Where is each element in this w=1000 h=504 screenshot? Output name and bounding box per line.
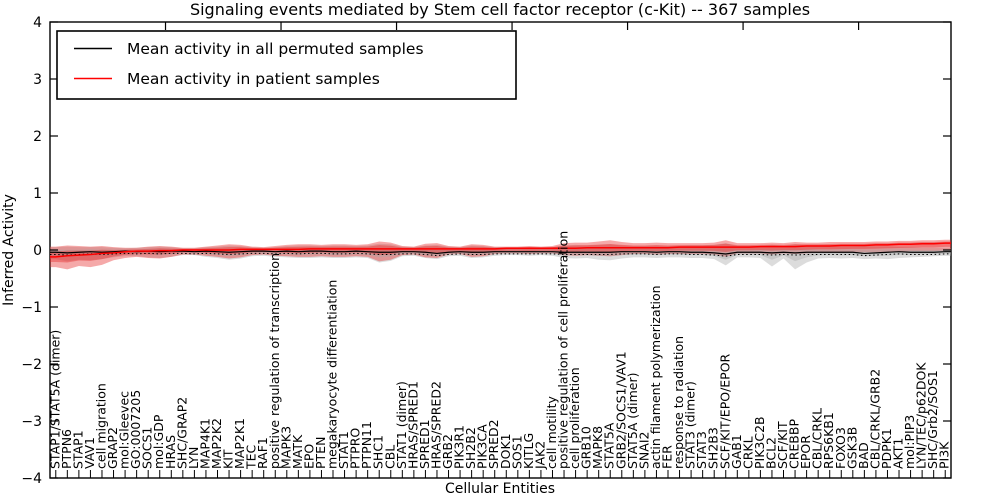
x-tick-label: MAPK8 — [590, 426, 605, 469]
y-tick-label: 2 — [33, 129, 42, 145]
x-tick-label: GRB2/SOCS1/VAV1 — [613, 351, 628, 469]
x-tick-label: MAP2K2 — [209, 418, 224, 469]
y-tick-label: 1 — [33, 186, 42, 202]
x-tick-label: megakaryocyte differentiation — [325, 280, 340, 469]
x-tick-label: SH2B2 — [463, 427, 478, 469]
x-tick-label: MATK — [290, 434, 305, 469]
x-tick-label: cell motility — [544, 395, 559, 469]
x-tick-label: HRAS/SPRED1 — [405, 381, 420, 469]
permuted-dotted-line — [50, 252, 951, 257]
y-tick-label: −2 — [21, 357, 42, 373]
x-tick-label: positive regulation of transcription — [267, 253, 282, 469]
x-tick-label: CREBBP — [787, 419, 802, 469]
x-tick-label: KITLG — [521, 433, 536, 469]
legend-box — [56, 30, 517, 100]
x-tick-label: SCF/KIT — [775, 421, 790, 469]
x-tick-label: PIK3C2B — [752, 416, 767, 469]
x-tick-label: EPO — [301, 444, 316, 469]
legend-label-patient: Mean activity in patient samples — [127, 70, 380, 88]
x-tick-label: HRAS/SPRED2 — [428, 381, 443, 469]
y-tick-label: 4 — [33, 15, 42, 31]
x-tick-label: SOS1 — [509, 435, 524, 469]
y-tick-label: −4 — [21, 471, 42, 487]
x-tick-label: FER — [659, 445, 674, 469]
x-tick-label: FOXO3 — [833, 427, 848, 469]
x-tick-label: SOCS1 — [140, 427, 155, 469]
x-tick-label: HRAS — [163, 435, 178, 469]
x-tick-label: STAT3 (dimer) — [683, 381, 698, 469]
x-tick-label: SHC1 — [371, 435, 386, 469]
x-tick-label: SHC/Grb2/SOS1 — [925, 370, 940, 469]
x-tick-label: EPOR — [798, 435, 813, 469]
x-tick-label: SPRED1 — [417, 419, 432, 469]
x-tick-label: BAD — [856, 442, 871, 469]
x-tick-label: STAT1 (dimer) — [394, 381, 409, 469]
x-tick-label: SH2B3 — [706, 427, 721, 469]
x-tick-label: GRAP2 — [105, 427, 120, 469]
x-tick-label: GSK3B — [844, 427, 859, 469]
x-tick-label: GRB2 — [440, 434, 455, 469]
x-tick-label: AKT1 — [891, 438, 906, 469]
x-tick-label: cell migration — [93, 383, 108, 469]
x-tick-label: PIK3CA — [475, 424, 490, 469]
y-tick-label: −1 — [21, 300, 42, 316]
x-tick-label: STAT3 — [694, 431, 709, 469]
chart-title: Signaling events mediated by Stem cell f… — [190, 0, 810, 19]
permuted-mean-line — [50, 250, 951, 255]
legend: Mean activity in all permuted samples Me… — [56, 30, 517, 100]
y-axis-label: Inferred Activity — [1, 194, 17, 306]
x-tick-label: BCL2 — [763, 437, 778, 469]
x-tick-label: positive regulation of cell proliferatio… — [556, 231, 571, 469]
x-tick-label: LYN — [186, 447, 201, 469]
x-tick-label: STAP1/STAT5A (dimer) — [47, 330, 62, 469]
x-tick-label: CBL — [382, 445, 397, 469]
x-tick-label: PTPN11 — [359, 421, 374, 469]
x-tick-label: SCF/KIT/EPO/EPOR — [717, 353, 732, 469]
x-axis-label: Cellular Entities — [445, 481, 555, 497]
x-tick-label: JAK2 — [532, 441, 547, 470]
x-tick-label: GAB1 — [729, 434, 744, 469]
x-tick-label: RAF1 — [255, 437, 270, 469]
x-tick-label: STAT5A (dimer) — [625, 373, 640, 469]
x-tick-label: actin filament polymerization — [648, 285, 663, 469]
x-tick-label: RPS6KB1 — [821, 412, 836, 469]
x-tick-label: CBL/CRKL — [810, 408, 825, 469]
x-tick-label: PDPK1 — [879, 428, 894, 469]
x-tick-label: STAP1 — [70, 430, 85, 469]
y-tick-label: 3 — [33, 72, 42, 88]
x-tick-label: SHC/GRAP2 — [174, 397, 189, 469]
x-tick-label: CBL/CRKL/GRB2 — [867, 369, 882, 469]
x-tick-label: SPRED2 — [486, 419, 501, 469]
patient-mean-line — [50, 242, 951, 258]
x-tick-label: PTPN6 — [59, 429, 74, 469]
x-tick-label: LYN/TEC/p62DOK — [914, 362, 929, 469]
x-tick-label: DOK1 — [498, 433, 513, 469]
x-tick-label: response to radiation — [671, 336, 686, 469]
x-tick-label: MAP2K1 — [232, 418, 247, 469]
y-tick-label: 0 — [33, 243, 42, 259]
x-tick-label: SNAI2 — [636, 432, 651, 469]
x-tick-label: PI3K — [937, 441, 952, 469]
legend-label-permuted: Mean activity in all permuted samples — [127, 40, 424, 58]
x-tick-label: PTEN — [313, 437, 328, 469]
x-tick-label: STAT5A — [602, 422, 617, 469]
x-tick-label: VAV1 — [82, 437, 97, 469]
x-tick-label: KIT — [221, 449, 236, 469]
x-tick-label: mol:GDP — [151, 414, 166, 469]
x-tick-label: CRKL — [740, 436, 755, 469]
x-tick-label: GO:0007205 — [128, 390, 143, 469]
x-tick-label: MAPK3 — [278, 426, 293, 469]
x-tick-label: STAT1 — [336, 431, 351, 469]
x-tick-label: mol:PIP3 — [902, 415, 917, 469]
y-tick-label: −3 — [21, 414, 42, 430]
x-tick-label: TEC — [244, 444, 259, 470]
x-tick-label: mol:Gleevec — [117, 391, 132, 469]
x-tick-label: PIK3R1 — [452, 425, 467, 469]
x-tick-label: PTPRO — [348, 428, 363, 469]
x-tick-label: MAP4K1 — [197, 418, 212, 469]
x-tick-label: GRB10 — [579, 426, 594, 469]
x-tick-label: cell proliferation — [567, 367, 582, 469]
